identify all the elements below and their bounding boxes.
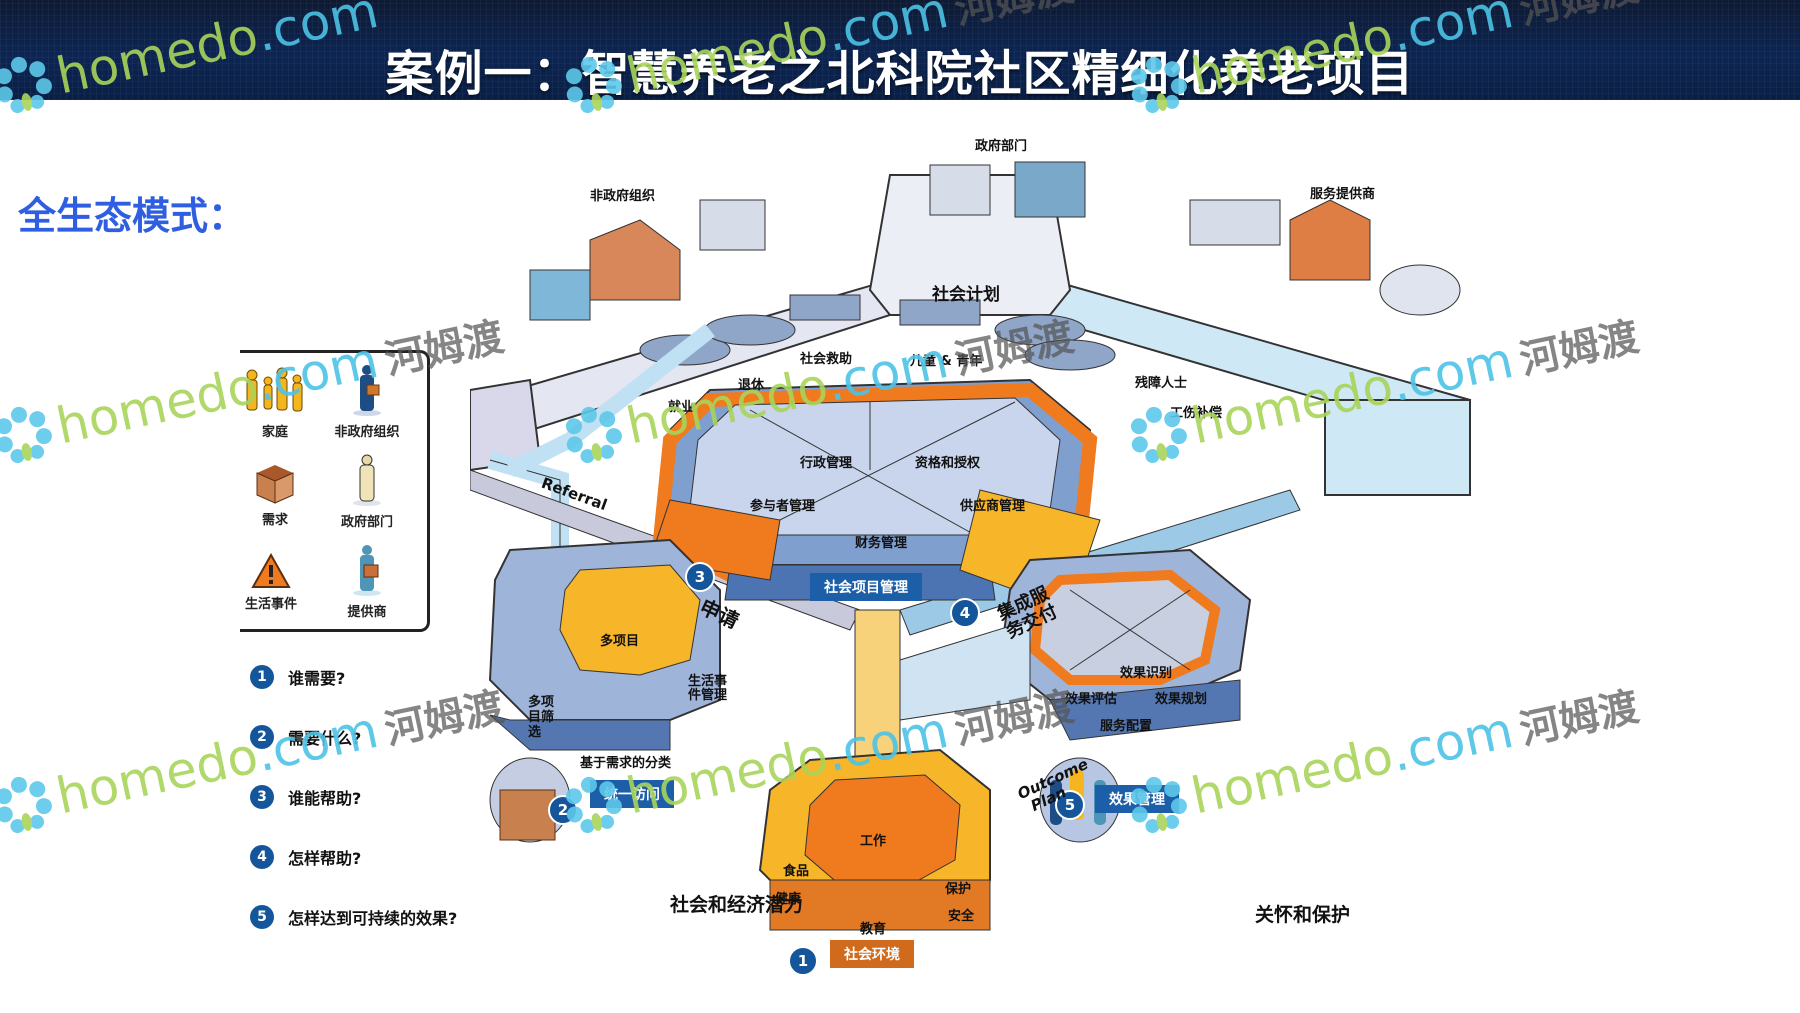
env-protection: 保护: [945, 882, 972, 897]
outcome-bar-effect-mgmt: 效果管理: [1095, 785, 1179, 813]
program-disabled: 残障人士: [1135, 376, 1188, 391]
legend-item-need: 需求: [230, 461, 320, 528]
page-title: 案例一：智慧养老之北科院社区精细化养老项目: [385, 46, 1415, 100]
question-text: 谁需要?: [288, 669, 346, 688]
watermark: homedo.com河姆渡: [0, 673, 508, 840]
legend-label: 家庭: [261, 425, 288, 440]
question-text: 谁能帮助?: [288, 789, 362, 808]
box-icon: [256, 465, 294, 504]
label-ngo: 非政府组织: [590, 189, 656, 204]
question-number-badge: 4: [250, 845, 274, 869]
question-text: 怎样达到可持续的效果?: [288, 909, 458, 928]
caption-social-economic-potential: 社会和经济潜力: [670, 894, 804, 916]
access-multi-program: 多项目: [600, 634, 640, 649]
legend-item-government: 政府部门: [322, 453, 412, 530]
step-badge-2: 2: [548, 795, 578, 825]
center-admin: 行政管理: [800, 456, 853, 471]
label-service-provider: 服务提供商: [1310, 187, 1376, 202]
government-person-icon: [353, 454, 381, 506]
center-bar-social-program-mgmt: 社会项目管理: [810, 573, 922, 601]
top-walkway: [470, 174, 1472, 496]
ngo-person-icon: [353, 365, 381, 416]
watermark-flower-icon: [0, 406, 52, 464]
family-icon: [246, 367, 303, 412]
legend-label: 生活事件: [244, 597, 297, 612]
program-retirement: 退休: [738, 378, 765, 393]
program-children-youth: 儿童 & 青年: [910, 354, 983, 369]
question-item: 2 需要什么?: [250, 725, 361, 749]
outcome-platform: [998, 548, 1252, 741]
access-bar-unified-access: 统一访问: [590, 780, 674, 808]
center-finance-mgmt: 财务管理: [855, 536, 908, 551]
step-badge-1: 1: [788, 946, 818, 976]
ecosystem-diagram: 非政府组织 政府部门 服务提供商 社会计划 就业 退休 社会救助 儿童 & 青年…: [470, 139, 1490, 1010]
access-multi-screening: 多项目筛选: [528, 695, 555, 740]
question-text: 需要什么?: [288, 729, 362, 748]
center-participant-mgmt: 参与者管理: [750, 499, 816, 514]
government-buildings: [929, 161, 1086, 218]
program-pads: [639, 294, 1116, 371]
step-badge-4: 4: [950, 598, 980, 628]
question-number-badge: 2: [250, 725, 274, 749]
outcome-service-config: 服务配置: [1100, 719, 1153, 734]
watermark-flower-icon: [0, 776, 52, 834]
legend-label: 需求: [261, 513, 288, 528]
question-number-badge: 5: [250, 905, 274, 929]
warning-icon: [251, 553, 291, 588]
env-bar-social-environment: 社会环境: [830, 940, 914, 968]
env-food: 食品: [783, 864, 810, 879]
question-number-badge: 1: [250, 665, 274, 689]
watermark-cn: 河姆渡: [1515, 313, 1643, 384]
ngo-buildings: [529, 199, 766, 321]
access-life-event-mgmt: 生活事件管理: [688, 674, 728, 703]
legend-item-family: 家庭: [230, 367, 320, 440]
program-work-injury: 工伤补偿: [1170, 406, 1223, 421]
legend-item-ngo: 非政府组织: [322, 363, 412, 440]
label-government: 政府部门: [975, 139, 1028, 154]
legend-box: 家庭 非政府组织 需求 政府部门 生活事件: [240, 350, 430, 632]
provider-person-icon: [353, 545, 381, 596]
label-social-plan: 社会计划: [932, 285, 1000, 305]
environment-platform: [758, 748, 991, 931]
header-banner: 案例一：智慧养老之北科院社区精细化养老项目: [0, 0, 1800, 100]
outcome-identification: 效果识别: [1120, 666, 1173, 681]
env-education: 教育: [860, 922, 887, 937]
center-eligibility: 资格和授权: [915, 456, 981, 471]
question-item: 1 谁需要?: [250, 665, 345, 689]
question-item: 3 谁能帮助?: [250, 785, 361, 809]
legend-label: 提供商: [347, 605, 387, 620]
section-subtitle: 全生态模式：: [18, 194, 247, 238]
question-text: 怎样帮助?: [288, 849, 362, 868]
env-health: 健康: [775, 892, 802, 907]
question-item: 5 怎样达到可持续的效果?: [250, 905, 457, 929]
access-platform: [488, 538, 721, 751]
watermark-brand: homedo: [51, 726, 264, 826]
question-item: 4 怎样帮助?: [250, 845, 361, 869]
caption-care-protection: 关怀和保护: [1255, 904, 1351, 926]
provider-buildings: [1189, 199, 1461, 316]
env-work: 工作: [860, 834, 887, 849]
program-social-assistance: 社会救助: [800, 352, 853, 367]
access-needs-classification: 基于需求的分类: [580, 756, 672, 771]
watermark-cn: 河姆渡: [1515, 683, 1643, 754]
outcome-evaluation: 效果评估: [1065, 692, 1118, 707]
diagram-graphics: [470, 161, 1472, 931]
legend-item-life-event: 生活事件: [226, 553, 316, 612]
legend-item-provider: 提供商: [322, 543, 412, 620]
question-number-badge: 3: [250, 785, 274, 809]
legend-label: 政府部门: [340, 515, 393, 530]
legend-label: 非政府组织: [334, 425, 400, 440]
step-badge-5: 5: [1055, 790, 1085, 820]
outcome-planning: 效果规划: [1155, 692, 1208, 707]
env-safety: 安全: [948, 909, 975, 924]
center-vendor-mgmt: 供应商管理: [960, 499, 1026, 514]
program-employment: 就业: [668, 400, 695, 415]
step-badge-3: 3: [685, 562, 715, 592]
